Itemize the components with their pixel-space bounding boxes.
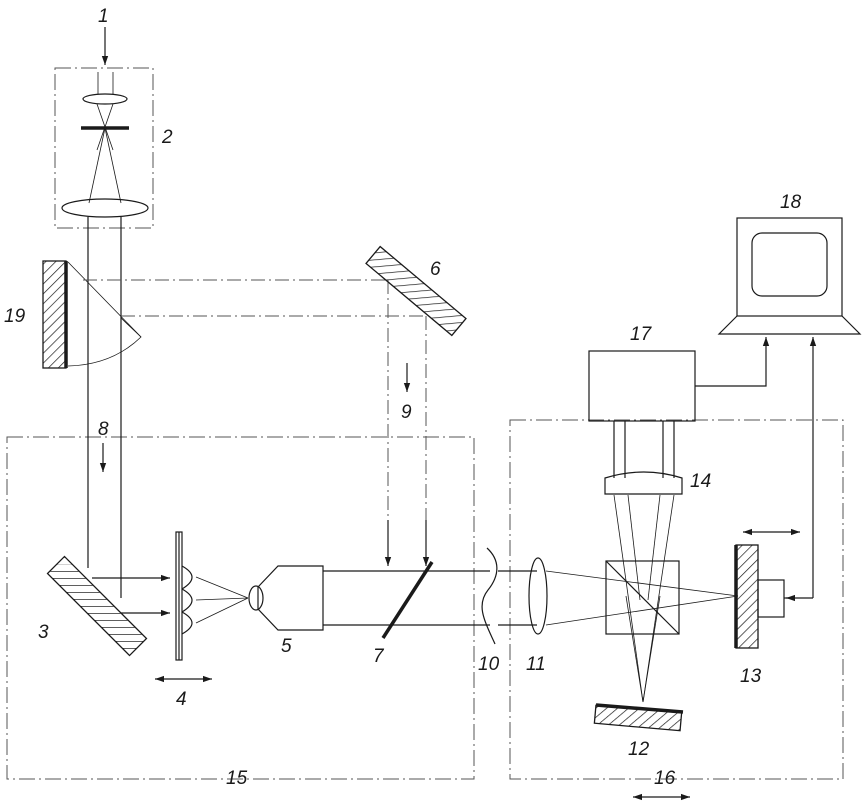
- element-19: [42, 260, 67, 369]
- beam-splitter-cube: [605, 560, 680, 635]
- label-6: 6: [430, 259, 441, 280]
- lens-14: [604, 471, 683, 495]
- fiber-break-10: [481, 547, 498, 645]
- mirror-6: [365, 245, 467, 337]
- label-16: 16: [654, 768, 676, 789]
- right-module-enclosure: [509, 419, 844, 780]
- label-3: 3: [38, 622, 49, 643]
- lens-11: [528, 557, 548, 635]
- mirror-3: [46, 555, 148, 657]
- label-17: 17: [630, 324, 653, 345]
- mirror-12: [593, 703, 684, 732]
- label-19: 19: [4, 306, 26, 327]
- camera-17: [588, 350, 696, 422]
- lens-array-4: [175, 531, 249, 661]
- left-module-enclosure: [6, 436, 475, 780]
- label-14: 14: [690, 471, 711, 492]
- label-5: 5: [281, 636, 292, 657]
- label-4: 4: [176, 689, 187, 710]
- label-9: 9: [401, 402, 412, 423]
- mirror-13: [734, 544, 794, 649]
- label-1: 1: [98, 6, 109, 27]
- source-enclosure: [54, 67, 154, 229]
- computer-18: [717, 217, 862, 335]
- beam-splitter-7: [381, 561, 434, 639]
- objective-5: [248, 565, 324, 631]
- label-13: 13: [740, 666, 762, 687]
- label-10: 10: [478, 654, 500, 675]
- label-8: 8: [98, 419, 109, 440]
- label-15: 15: [226, 768, 248, 789]
- label-2: 2: [161, 127, 173, 148]
- label-12: 12: [628, 739, 650, 760]
- label-18: 18: [780, 192, 802, 213]
- light-source: [61, 72, 149, 218]
- label-11: 11: [526, 654, 546, 675]
- label-7: 7: [373, 646, 385, 667]
